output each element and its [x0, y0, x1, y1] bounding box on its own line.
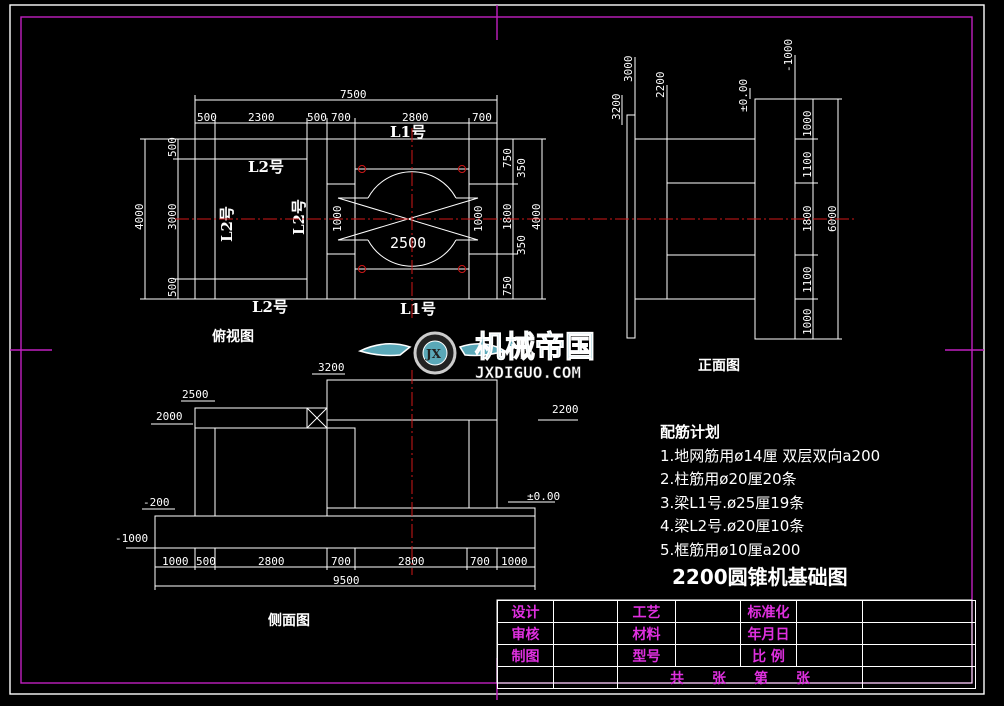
svg-text:4000: 4000 [133, 204, 146, 231]
svg-text:-1000: -1000 [115, 532, 148, 545]
svg-text:L1号: L1号 [390, 123, 426, 141]
svg-text:L2号: L2号 [218, 206, 236, 242]
svg-text:3200: 3200 [318, 361, 345, 374]
wings-icon [357, 343, 507, 357]
svg-text:2800: 2800 [402, 111, 429, 124]
centerlines [175, 128, 855, 575]
svg-text:3000: 3000 [166, 204, 179, 231]
rebar-item: 2.柱筋用ø20厘20条 [660, 470, 797, 488]
svg-text:700: 700 [331, 555, 351, 568]
svg-text:L2号: L2号 [248, 158, 284, 176]
svg-text:-200: -200 [143, 496, 170, 509]
rebar-item: 5.框筋用ø10厘a200 [660, 540, 801, 559]
svg-text:JX: JX [425, 347, 442, 361]
svg-text:3200: 3200 [610, 94, 623, 121]
svg-text:1100: 1100 [801, 267, 814, 294]
svg-text:1000: 1000 [801, 309, 814, 336]
svg-text:750: 750 [501, 276, 514, 296]
title-block: 设计 工艺 标准化 审核 材料 年月日 制图 型号 比 例 共 张 第 张 [497, 600, 976, 689]
svg-text:L2号: L2号 [252, 298, 288, 316]
svg-text:700: 700 [472, 111, 492, 124]
drawing-title: 2200圆锥机基础图 [672, 565, 848, 589]
svg-text:350: 350 [515, 235, 528, 255]
svg-text:500: 500 [196, 555, 216, 568]
svg-text:2000: 2000 [156, 410, 183, 423]
svg-text:1100: 1100 [801, 152, 814, 179]
svg-text:2200: 2200 [552, 403, 579, 416]
svg-text:500: 500 [197, 111, 217, 124]
circle-diameter: 2500 [390, 234, 426, 252]
front-view-caption: 正面图 [698, 358, 740, 374]
svg-text:1000: 1000 [162, 555, 189, 568]
svg-text:6000: 6000 [826, 206, 839, 233]
rebar-heading: 配筋计划 [660, 423, 721, 441]
side-view: 3200 2500 2000 2200 ±0.00 -200 -1000 100… [115, 361, 579, 629]
rebar-item: 4.梁L2号.ø20厘10条 [660, 517, 805, 535]
svg-text:2200: 2200 [654, 72, 667, 99]
svg-text:4000: 4000 [530, 204, 543, 231]
front-view: 1000 1100 1800 1100 1000 6000 3000 3200 … [610, 39, 842, 374]
rebar-item: 1.地网筋用ø14厘 双层双向a200 [660, 446, 881, 465]
plan-view: 7500 500 2300 500 700 2800 700 4000 500 … [133, 88, 546, 345]
svg-text:1800: 1800 [501, 204, 514, 231]
plan-view-caption: 俯视图 [212, 328, 254, 345]
rebar-item: 3.梁L1号.ø25厘19条 [660, 493, 805, 512]
rebar-plan: 配筋计划 1.地网筋用ø14厘 双层双向a200 2.柱筋用ø20厘20条 3.… [660, 421, 880, 562]
svg-text:2300: 2300 [248, 111, 275, 124]
svg-text:-1000: -1000 [782, 39, 795, 72]
svg-text:750: 750 [501, 148, 514, 168]
svg-text:L1号: L1号 [400, 300, 436, 318]
svg-text:1000: 1000 [801, 111, 814, 138]
svg-text:2500: 2500 [182, 388, 209, 401]
svg-text:±0.00: ±0.00 [527, 490, 560, 503]
watermark-logo: JX 机械帝国 JXDIGUO.COM [355, 325, 655, 385]
svg-text:500: 500 [166, 137, 179, 157]
svg-text:500: 500 [307, 111, 327, 124]
svg-text:700: 700 [331, 111, 351, 124]
svg-text:2800: 2800 [398, 555, 425, 568]
svg-text:±0.00: ±0.00 [737, 79, 750, 112]
svg-text:1800: 1800 [801, 206, 814, 233]
svg-text:3000: 3000 [622, 56, 635, 83]
svg-text:500: 500 [166, 277, 179, 297]
sheet-count: 共 张 第 张 [617, 666, 863, 689]
svg-text:L2号: L2号 [290, 199, 308, 235]
dim-7500: 7500 [340, 88, 367, 101]
svg-text:350: 350 [515, 158, 528, 178]
logo-en: JXDIGUO.COM [475, 363, 581, 382]
svg-text:2800: 2800 [258, 555, 285, 568]
svg-text:1000: 1000 [501, 555, 528, 568]
svg-text:9500: 9500 [333, 574, 360, 587]
side-view-caption: 侧面图 [268, 612, 310, 629]
svg-text:700: 700 [470, 555, 490, 568]
logo-cn: 机械帝国 [475, 330, 595, 365]
